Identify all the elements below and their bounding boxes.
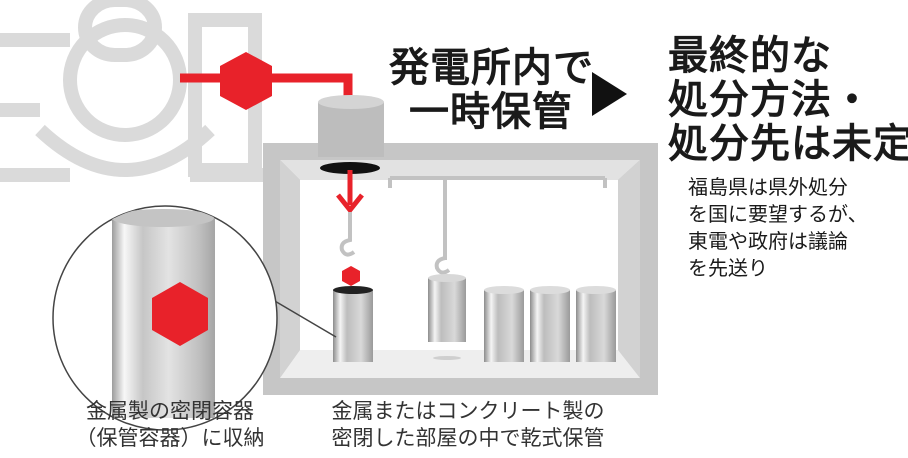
container-caption-line2: （保管容器）に収納 — [75, 426, 265, 450]
canister-icon — [576, 286, 616, 362]
ceiling-opening — [320, 162, 380, 174]
note-line1: 福島県は県外処分 — [688, 175, 848, 199]
current-status-line1: 発電所内で — [389, 45, 594, 91]
hook-icon — [339, 212, 356, 257]
final-status-line3: 処分先は未定 — [668, 121, 908, 167]
final-status-line2: 処分方法・ — [668, 77, 873, 123]
note-line4: を先送り — [688, 256, 768, 280]
storage-caption-line2: 密閉した部屋の中で乾式保管 — [331, 426, 605, 450]
hook-icon — [434, 256, 451, 275]
zoom-circle — [52, 205, 278, 431]
canister-icon — [530, 286, 570, 362]
canister-icon — [484, 286, 524, 362]
storage-caption-line1: 金属またはコンクリート製の — [331, 399, 605, 423]
note-line3: 東電や政府は議論 — [688, 229, 848, 253]
canister-icon — [333, 286, 373, 362]
current-status-line2: 一時保管 — [409, 89, 573, 135]
final-status-line1: 最終的な — [668, 33, 832, 79]
container-caption-line1: 金属製の密閉容器 — [86, 399, 254, 423]
down-arrow-icon — [336, 170, 364, 215]
arrow-right-icon — [592, 72, 627, 116]
red-hexagon-icon — [220, 52, 272, 110]
crane-housing — [318, 102, 384, 157]
zoom-pointer — [267, 296, 337, 338]
red-hexagon-icon — [342, 266, 360, 286]
red-hexagon-icon — [152, 282, 208, 346]
canister-icon — [428, 274, 466, 360]
note-line2: を国に要望するが、 — [688, 202, 868, 226]
crane-rail — [388, 176, 607, 260]
